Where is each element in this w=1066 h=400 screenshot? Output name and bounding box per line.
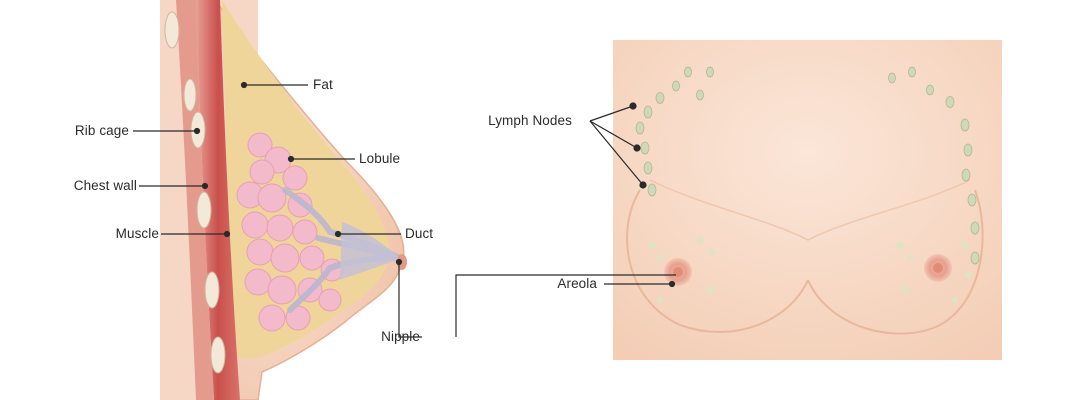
- front-view-background: [613, 40, 1002, 360]
- areola-label: Areola: [557, 276, 597, 292]
- fat-label: Fat: [313, 77, 333, 93]
- chest-wall-label: Chest wall: [74, 178, 137, 194]
- lymph-nodes-label: Lymph Nodes: [488, 113, 572, 129]
- lobule-label: Lobule: [359, 151, 400, 167]
- muscle-label: Muscle: [116, 226, 159, 242]
- duct-label: Duct: [405, 226, 433, 242]
- front-view-illustration: [613, 40, 1002, 360]
- nipple-label: Nipple: [381, 329, 420, 345]
- rib-cage-label: Rib cage: [75, 123, 129, 139]
- cross-section-illustration: [160, 0, 407, 400]
- right-nipple: [933, 263, 943, 273]
